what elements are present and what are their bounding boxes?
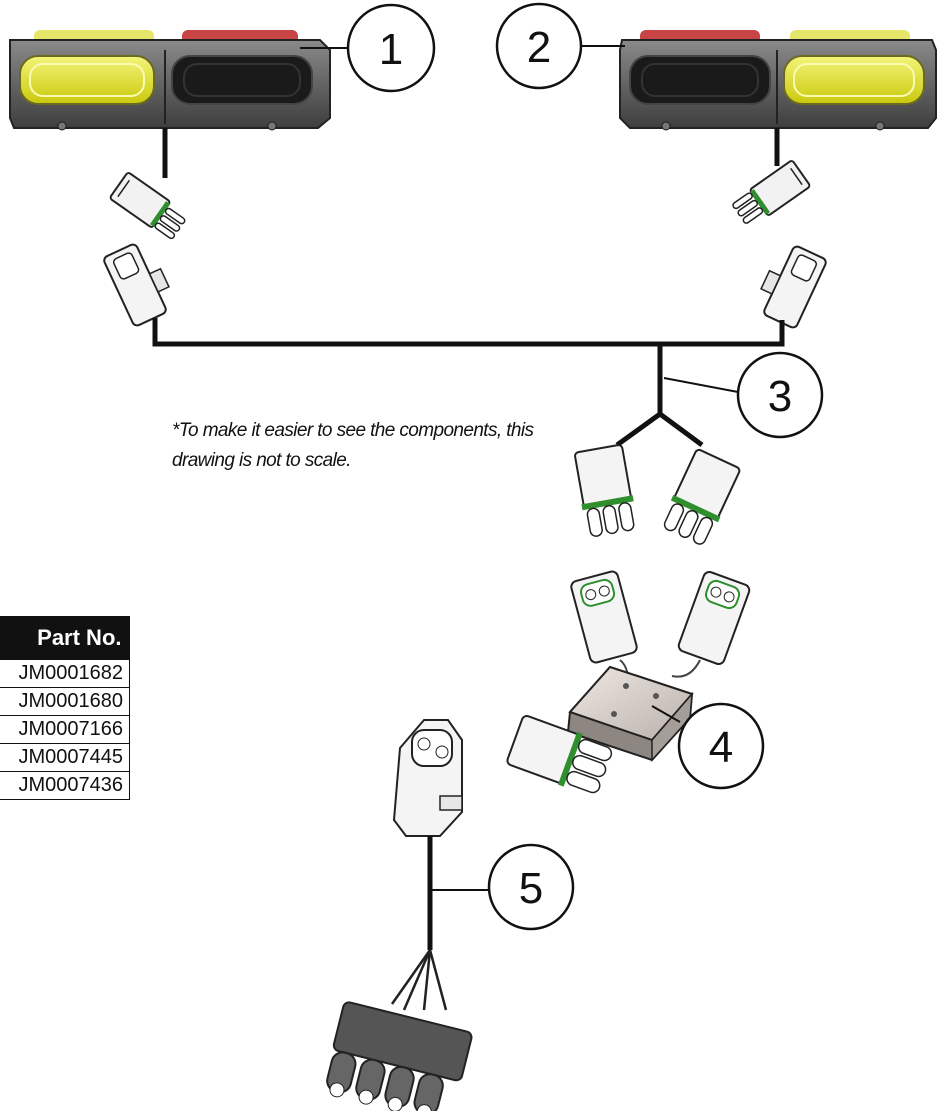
module-socket-left bbox=[570, 570, 638, 664]
part-number-cell: JM0007436 bbox=[0, 771, 130, 800]
callout-3-label: 3 bbox=[768, 372, 792, 421]
seven-pin-style-plug bbox=[326, 1001, 473, 1111]
part-number-header: Part No. bbox=[0, 616, 130, 660]
rear-harness-wires bbox=[152, 318, 785, 448]
callout-leaders bbox=[300, 45, 739, 891]
harness-split-connector-right bbox=[663, 448, 741, 545]
callout-2-label: 2 bbox=[527, 23, 551, 72]
harness-right-socket bbox=[760, 245, 827, 329]
callout-4: 4 bbox=[677, 702, 765, 790]
part-number-cell: JM0007166 bbox=[0, 715, 130, 744]
callout-1: 1 bbox=[346, 3, 436, 93]
module-socket-right bbox=[677, 571, 751, 665]
callout-5-label: 5 bbox=[519, 864, 543, 913]
part-number-cell: JM0001680 bbox=[0, 687, 130, 716]
harness-split-connector-left bbox=[574, 444, 635, 537]
converter-module bbox=[566, 665, 694, 762]
scale-note: *To make it easier to see the components… bbox=[172, 420, 534, 471]
callout-3: 3 bbox=[736, 351, 824, 439]
callout-4-label: 4 bbox=[709, 723, 733, 772]
callout-1-label: 1 bbox=[379, 25, 403, 74]
tractor-adapter-socket bbox=[392, 719, 463, 837]
module-output-plug bbox=[506, 715, 613, 794]
adapter-fan-wires bbox=[390, 949, 448, 1011]
part-number-table: Part No. JM0001682 JM0001680 JM0007166 J… bbox=[0, 616, 130, 800]
harness-left-socket bbox=[103, 243, 170, 327]
left-lamp-plug bbox=[109, 172, 186, 240]
right-tail-lamp bbox=[619, 30, 937, 131]
left-tail-lamp bbox=[9, 30, 331, 131]
callout-2: 2 bbox=[495, 2, 583, 90]
right-lamp-plug bbox=[732, 160, 811, 224]
part-number-cell: JM0001682 bbox=[0, 659, 130, 688]
part-number-cell: JM0007445 bbox=[0, 743, 130, 772]
callout-5: 5 bbox=[487, 843, 575, 931]
